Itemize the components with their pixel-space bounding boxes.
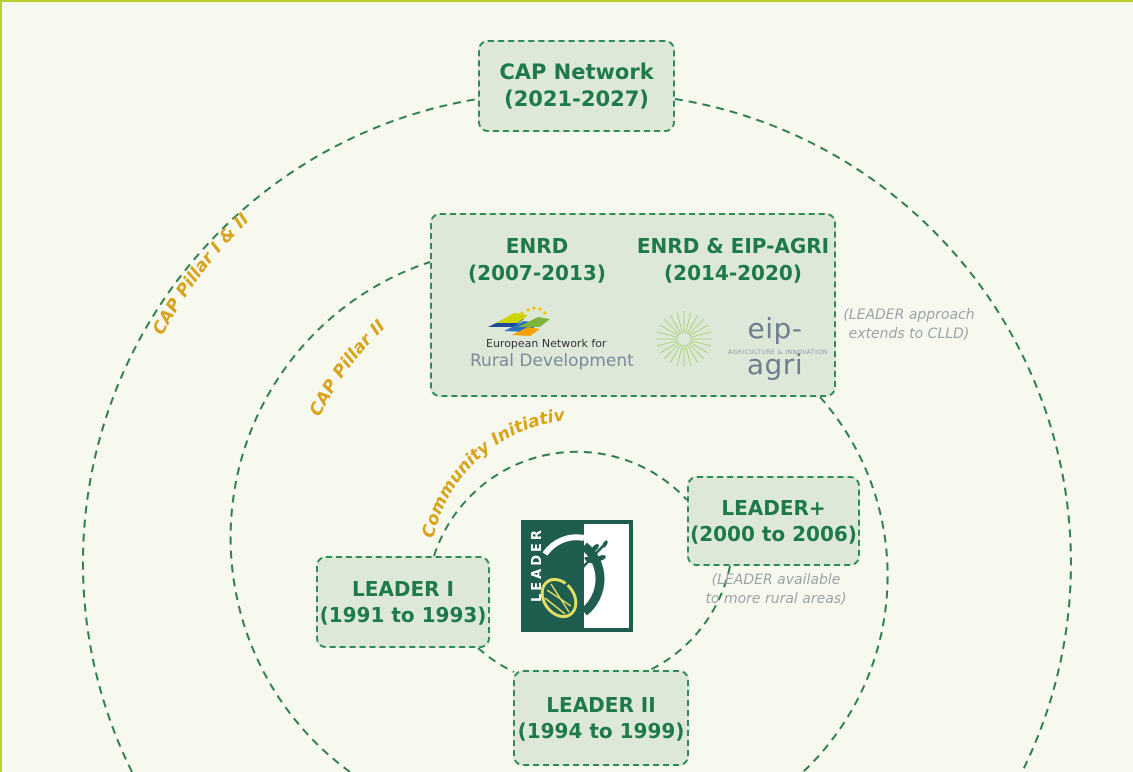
cap-network-years: (2021-2027) — [504, 87, 649, 111]
cap-network-box: CAP Network (2021-2027) — [478, 40, 675, 132]
clld-note: (LEADER approach extends to CLLD) — [842, 306, 976, 344]
eip-agri-logo: eip-agri AGRICULTURE & INNOVATION — [654, 309, 827, 381]
rural-areas-note: (LEADER available to more rural areas) — [702, 571, 850, 609]
clld-note-line1: (LEADER approach — [843, 307, 975, 323]
outer-ring-right — [674, 98, 1072, 772]
leader-2-title: LEADER II — [546, 693, 656, 717]
enrd-logo-mark — [488, 306, 550, 336]
outer-ring-left — [81, 98, 479, 772]
inner-ring-left — [477, 647, 515, 673]
enrd-eip-column: ENRD & EIP-AGRI (2014-2020) — [628, 233, 838, 287]
leader-2-box: LEADER II (1994 to 1999) — [513, 670, 689, 766]
leader-plus-years: (2000 to 2006) — [690, 522, 857, 546]
leader-plus-title: LEADER+ — [721, 496, 826, 520]
outer-ring-label: CAP Pillar I & II — [149, 210, 253, 339]
clld-note-line2: extends to CLLD) — [848, 325, 970, 342]
svg-text:CAP Pillar II: CAP Pillar II — [306, 316, 389, 419]
middle-ring-right — [802, 396, 889, 772]
svg-text:CAP Pillar I & II: CAP Pillar I & II — [149, 210, 253, 339]
middle-ring-label: CAP Pillar II — [306, 316, 389, 419]
cap-network-title: CAP Network — [499, 59, 654, 84]
enrd-eip-years: (2014-2020) — [664, 261, 802, 285]
eip-logo-tagline: AGRICULTURE & INNOVATION — [728, 349, 828, 356]
enrd-box: ENRD (2007-2013) ENRD & EIP-AGRI (2014-2… — [430, 213, 836, 397]
eip-sunburst-icon — [656, 311, 712, 367]
eip-logo-name: eip-agri — [746, 312, 804, 382]
leader-2-years: (1994 to 1999) — [517, 719, 685, 743]
enrd-column: ENRD (2007-2013) — [442, 233, 632, 287]
leader-logo: LEADER — [521, 520, 633, 632]
enrd-logo-line2: Rural Development — [470, 351, 634, 371]
enrd-logo: European Network for Rural Development — [462, 306, 634, 377]
enrd-logo-line1: European Network for — [486, 337, 607, 350]
middle-ring-left — [229, 261, 431, 772]
inner-ring-right — [649, 565, 731, 671]
leader-logo-text: LEADER — [530, 527, 545, 602]
enrd-eip-title: ENRD & EIP-AGRI — [636, 234, 830, 258]
enrd-title: ENRD — [505, 234, 569, 258]
rural-note-line2: to more rural areas) — [705, 590, 847, 607]
leader-1-title: LEADER I — [352, 577, 454, 601]
leader-1-box: LEADER I (1991 to 1993) — [316, 556, 490, 648]
leader-1-years: (1991 to 1993) — [319, 603, 487, 627]
rural-note-line1: (LEADER available — [711, 572, 841, 588]
leader-plus-box: LEADER+ (2000 to 2006) — [687, 476, 860, 566]
enrd-years: (2007-2013) — [468, 261, 606, 285]
inner-ring-upper — [433, 450, 688, 557]
